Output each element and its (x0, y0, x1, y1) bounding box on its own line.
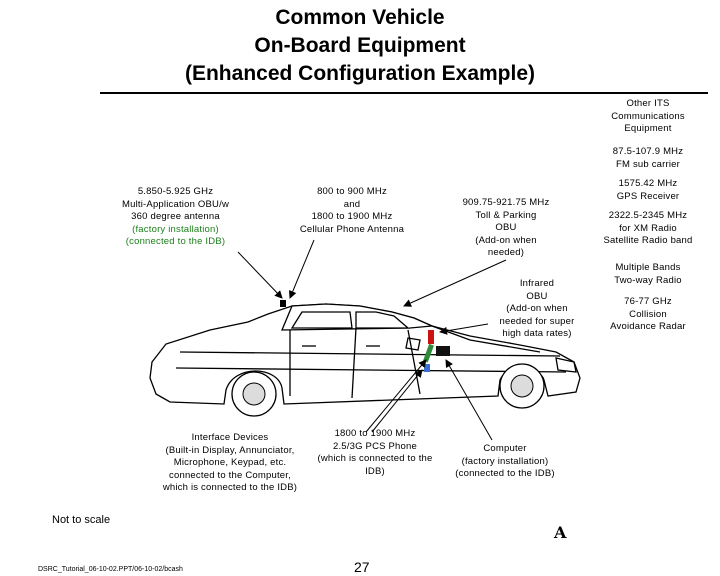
footer-file-path: DSRC_Tutorial_06-10-02.PPT/06-10-02/bcas… (38, 566, 183, 573)
infrared-obu-module (428, 330, 434, 344)
wheel-front (499, 363, 545, 409)
title-divider (100, 92, 708, 94)
arrow-infrared (439, 323, 489, 335)
gps-receiver-label: 1575.42 MHz GPS Receiver (616, 178, 680, 202)
roof-antenna (280, 300, 286, 307)
xm-radio-label: 2322.5-2345 MHz for XM Radio Satellite R… (603, 210, 693, 246)
other-its-label: Other ITS Communications Equipment (611, 98, 685, 134)
dsrc-obu-label: 5.850-5.925 GHz Multi-Application OBU/w … (121, 186, 230, 247)
car-illustration (149, 303, 581, 405)
slide-title: Common Vehicle On-Board Equipment (Enhan… (0, 4, 720, 88)
fm-subcarrier-label: 87.5-107.9 MHz FM sub carrier (612, 146, 684, 170)
arrow-computer (445, 359, 493, 441)
arrow-dsrc (237, 251, 283, 299)
infrared-obu-label: Infrared OBU (Add-on when needed for sup… (499, 278, 575, 339)
computer-module (436, 346, 450, 356)
collision-radar-label: 76-77 GHz Collision Avoidance Radar (610, 296, 686, 332)
arrow-toll (403, 259, 507, 307)
arrow-pcs (365, 359, 427, 433)
title-line-3: (Enhanced Configuration Example) (184, 62, 536, 85)
arrow-interface (371, 369, 423, 433)
toll-parking-obu-label: 909.75-921.75 MHz Toll & Parking OBU (Ad… (462, 197, 550, 258)
pcs-phone-module (423, 343, 434, 363)
logo-mark: A (554, 523, 567, 542)
interface-device-module (424, 364, 430, 372)
computer-label: Computer (factory installation) (connect… (455, 443, 555, 479)
interface-devices-label: Interface Devices (Built-in Display, Ann… (162, 432, 298, 493)
page-number: 27 (354, 559, 370, 575)
cellular-antenna-label: 800 to 900 MHz and 1800 to 1900 MHz Cell… (299, 186, 405, 235)
title-line-2: On-Board Equipment (254, 34, 466, 57)
two-way-radio-label: Multiple Bands Two-way Radio (614, 262, 682, 286)
not-to-scale-note: Not to scale (52, 514, 111, 526)
title-line-1: Common Vehicle (275, 6, 445, 29)
pcs-phone-label: 1800 to 1900 MHz 2.5/3G PCS Phone (which… (317, 428, 433, 477)
arrow-cellular (288, 239, 315, 299)
wheel-rear (231, 371, 277, 417)
